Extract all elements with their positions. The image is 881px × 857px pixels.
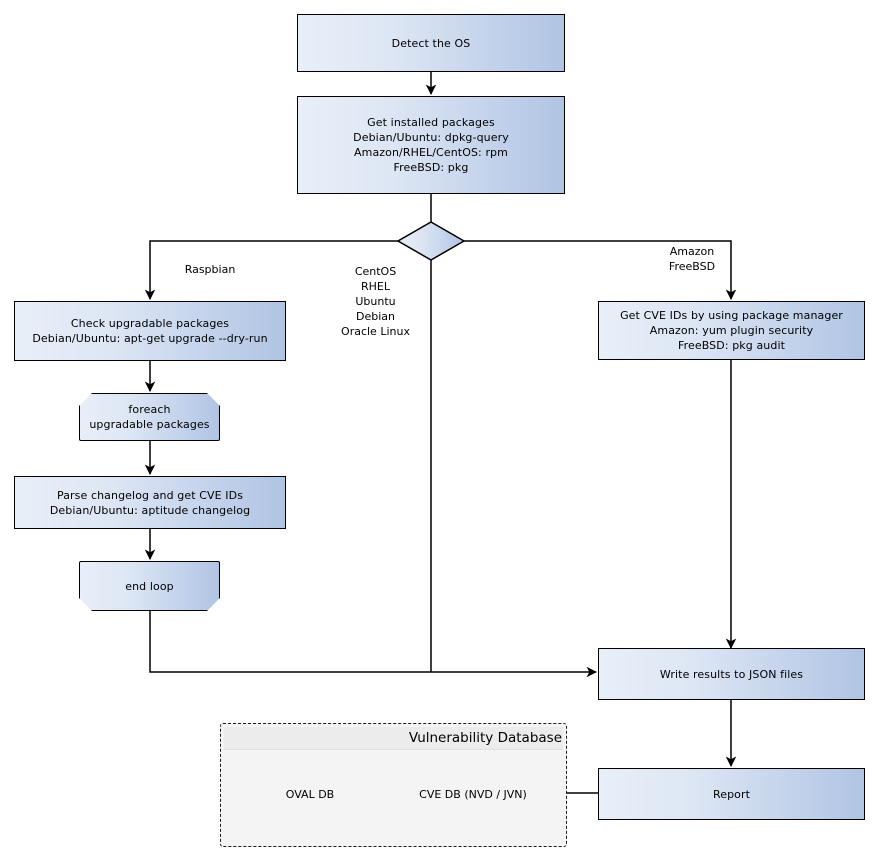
edge-endloop-to-write — [149, 611, 598, 678]
node-write-results-to-json-files[interactable]: Write results to JSON files — [598, 648, 865, 700]
edge-label-raspbian: Raspbian — [184, 263, 236, 276]
node-label: Get CVE IDs by using package manager Ama… — [620, 309, 843, 352]
node-end-loop[interactable]: end loop — [79, 561, 220, 611]
node-get-cve-ids[interactable]: Get CVE IDs by using package manager Ama… — [598, 301, 865, 360]
node-label: Check upgradable packages Debian/Ubuntu:… — [32, 317, 268, 345]
node-label: foreach upgradable packages — [89, 403, 210, 431]
node-check-upgradable-packages[interactable]: Check upgradable packages Debian/Ubuntu:… — [14, 301, 286, 361]
edge-label-amazon-freebsd: Amazon FreeBSD — [668, 245, 716, 273]
node-label: end loop — [125, 579, 174, 593]
node-label: Detect the OS — [391, 36, 471, 50]
node-parse-changelog[interactable]: Parse changelog and get CVE IDs Debian/U… — [14, 476, 286, 529]
node-label: Report — [712, 787, 751, 801]
edge-label-centos-group: CentOS RHEL Ubuntu Debian Oracle Linux — [341, 265, 410, 338]
edge-decision-left — [144, 240, 400, 301]
edge-decision-right — [463, 240, 737, 301]
node-detect-the-os[interactable]: Detect the OS — [297, 14, 565, 72]
node-label: Get installed packages Debian/Ubuntu: dp… — [353, 116, 509, 174]
node-label: Parse changelog and get CVE IDs Debian/U… — [49, 488, 251, 517]
node-get-installed-packages[interactable]: Get installed packages Debian/Ubuntu: dp… — [297, 96, 565, 194]
decision-diamond — [396, 221, 466, 261]
node-foreach-upgradable-packages[interactable]: foreach upgradable packages — [79, 393, 220, 441]
cve-db-label: CVE DB (NVD / JVN) — [419, 788, 527, 801]
vulnerability-database-title: Vulnerability Database — [224, 727, 563, 750]
node-label: Write results to JSON files — [659, 667, 804, 681]
oval-db-label: OVAL DB — [285, 788, 335, 801]
node-report[interactable]: Report — [598, 768, 865, 820]
